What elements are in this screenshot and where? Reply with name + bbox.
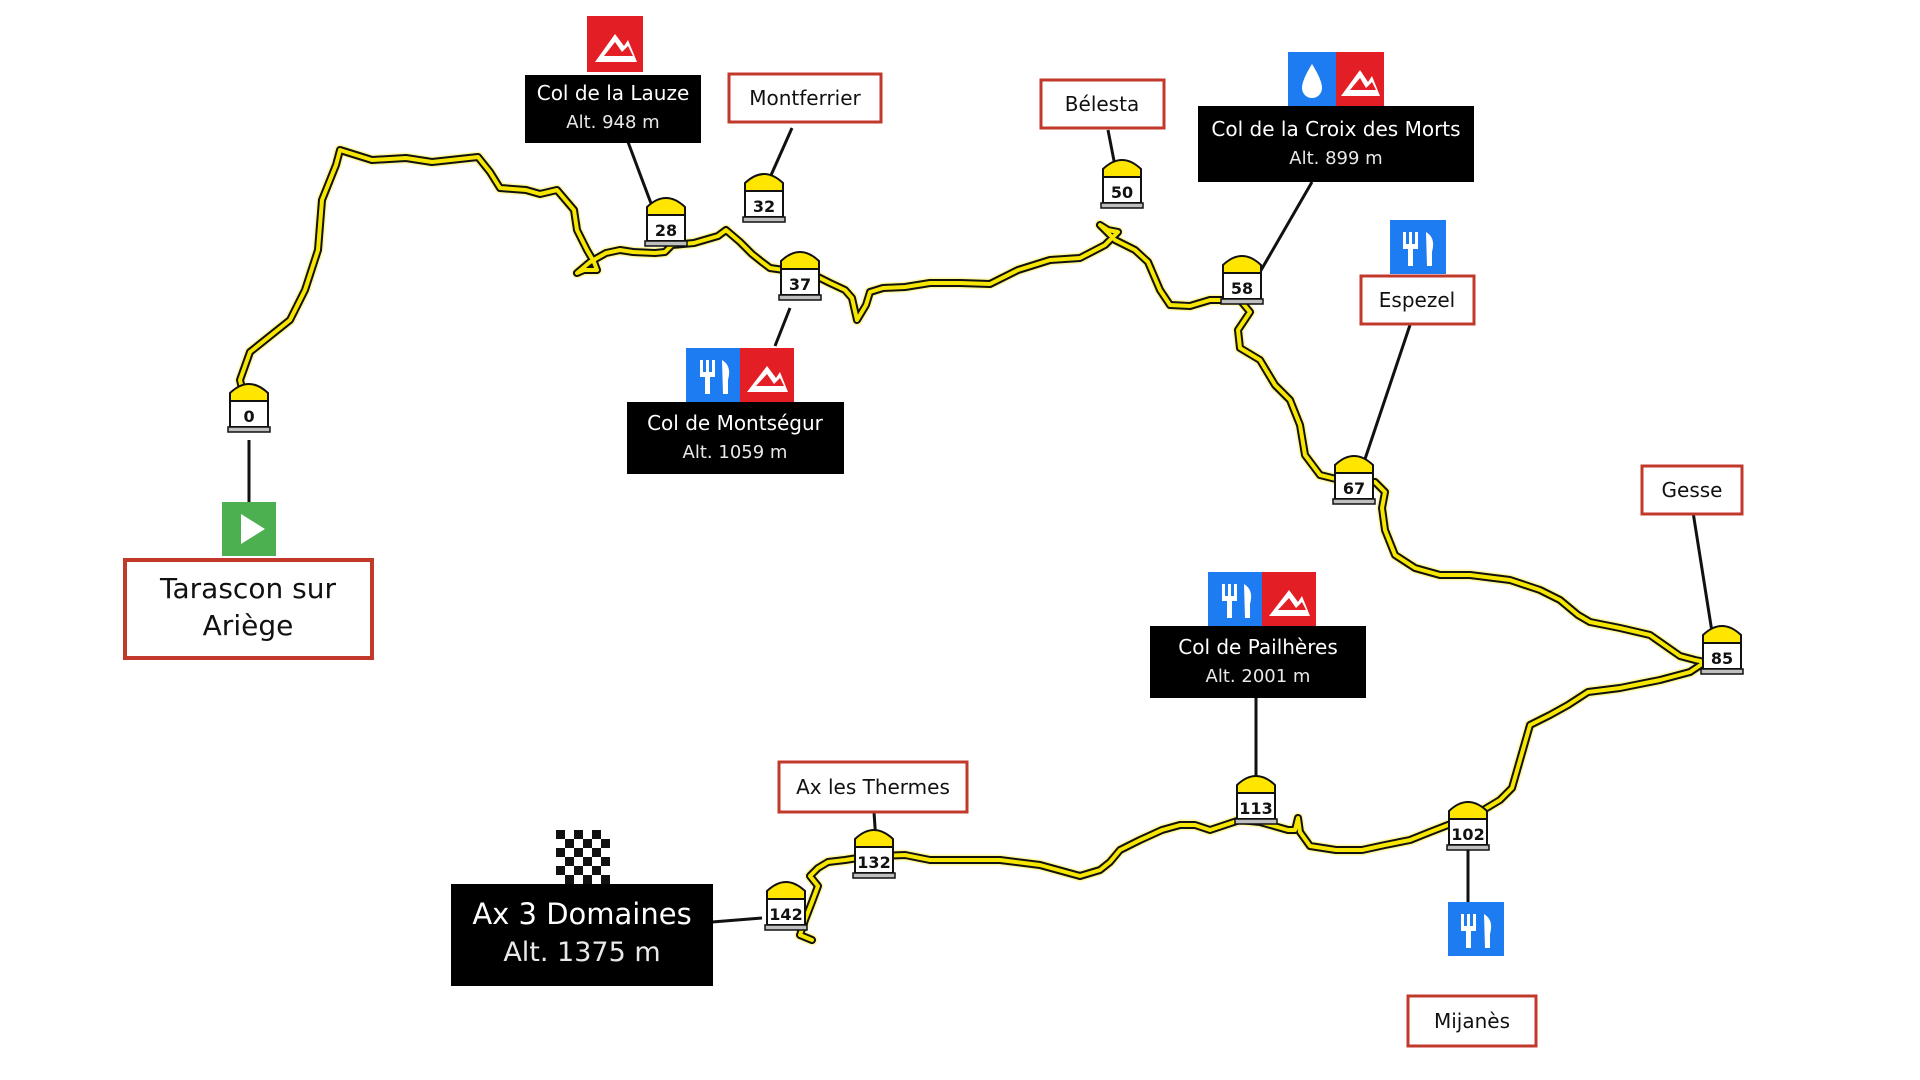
km-marker-113: 113 xyxy=(1234,775,1278,825)
pass-name: Col de la Croix des Morts xyxy=(1211,117,1460,141)
pass-alt: Alt. 899 m xyxy=(1289,148,1382,169)
start-town-box xyxy=(123,558,374,660)
town-name: Ax les Thermes xyxy=(796,775,950,799)
km-marker-102: 102 xyxy=(1446,801,1490,851)
km-label-85: 85 xyxy=(1711,649,1733,668)
km-label-113: 113 xyxy=(1239,799,1272,818)
km-label-132: 132 xyxy=(857,853,890,872)
km-label-142: 142 xyxy=(769,905,802,924)
km-marker-85: 85 xyxy=(1700,625,1744,675)
town-mijanes: Mijanès xyxy=(1406,902,1538,1048)
town-name: Montferrier xyxy=(749,86,861,110)
km-label-102: 102 xyxy=(1451,825,1484,844)
km-label-50: 50 xyxy=(1111,183,1133,202)
km-marker-50: 50 xyxy=(1100,159,1144,209)
pass-col-de-montsegur: Col de Montségur Alt. 1059 m xyxy=(627,348,844,474)
pass-col-de-la-croix-des-morts: Col de la Croix des Morts Alt. 899 m xyxy=(1198,52,1474,182)
km-marker-37: 37 xyxy=(778,251,822,301)
pass-alt: Alt. 1059 m xyxy=(683,442,788,463)
town-name: Espezel xyxy=(1379,288,1455,312)
restaurant-icon xyxy=(1403,232,1434,266)
town-name: Gesse xyxy=(1662,478,1723,502)
start-point: Tarascon sur Ariège xyxy=(123,502,374,660)
km-label-67: 67 xyxy=(1343,479,1365,498)
km-marker-142: 142 xyxy=(764,881,808,931)
km-marker-28: 28 xyxy=(644,197,688,247)
km-label-32: 32 xyxy=(753,197,775,216)
route-line xyxy=(234,144,1711,946)
pass-name: Col de Montségur xyxy=(647,411,824,435)
km-marker-132: 132 xyxy=(852,829,896,879)
play-icon xyxy=(241,514,265,544)
checkered-flag-icon xyxy=(556,830,610,884)
connector-lines xyxy=(247,127,1714,924)
km-label-0: 0 xyxy=(243,407,254,426)
km-marker-67: 67 xyxy=(1332,455,1376,505)
town-montferrier: Montferrier xyxy=(727,72,883,124)
finish-alt: Alt. 1375 m xyxy=(503,937,660,968)
town-name: Bélesta xyxy=(1065,92,1139,116)
km-marker-58: 58 xyxy=(1220,255,1264,305)
pass-col-de-la-lauze: Col de la Lauze Alt. 948 m xyxy=(525,16,701,143)
water-drop-icon xyxy=(1302,64,1322,98)
km-label-58: 58 xyxy=(1231,279,1253,298)
finish-name: Ax 3 Domaines xyxy=(472,897,691,931)
finish-point: Ax 3 Domaines Alt. 1375 m xyxy=(451,830,713,986)
town-ax-les-thermes: Ax les Thermes xyxy=(777,760,969,814)
restaurant-icon xyxy=(700,360,730,394)
town-gesse: Gesse xyxy=(1640,464,1744,516)
km-label-37: 37 xyxy=(789,275,811,294)
pass-alt: Alt. 948 m xyxy=(566,112,659,133)
pass-name: Col de Pailhères xyxy=(1178,635,1338,659)
restaurant-icon xyxy=(1461,914,1492,948)
pass-col-de-pailheres: Col de Pailhères Alt. 2001 m xyxy=(1150,572,1366,698)
pass-alt: Alt. 2001 m xyxy=(1206,666,1311,687)
town-name: Mijanès xyxy=(1434,1009,1510,1033)
town-espezel: Espezel xyxy=(1359,220,1476,326)
km-markers: 0 28 32 37 50 5 xyxy=(227,159,1744,931)
town-belesta: Bélesta xyxy=(1039,78,1166,130)
start-town-line1: Tarascon sur xyxy=(159,572,336,605)
km-marker-32: 32 xyxy=(742,173,786,223)
pass-name: Col de la Lauze xyxy=(537,81,690,105)
km-label-28: 28 xyxy=(655,221,677,240)
start-town-line2: Ariège xyxy=(203,609,294,642)
km-marker-0: 0 xyxy=(227,383,271,433)
restaurant-icon xyxy=(1222,584,1252,618)
